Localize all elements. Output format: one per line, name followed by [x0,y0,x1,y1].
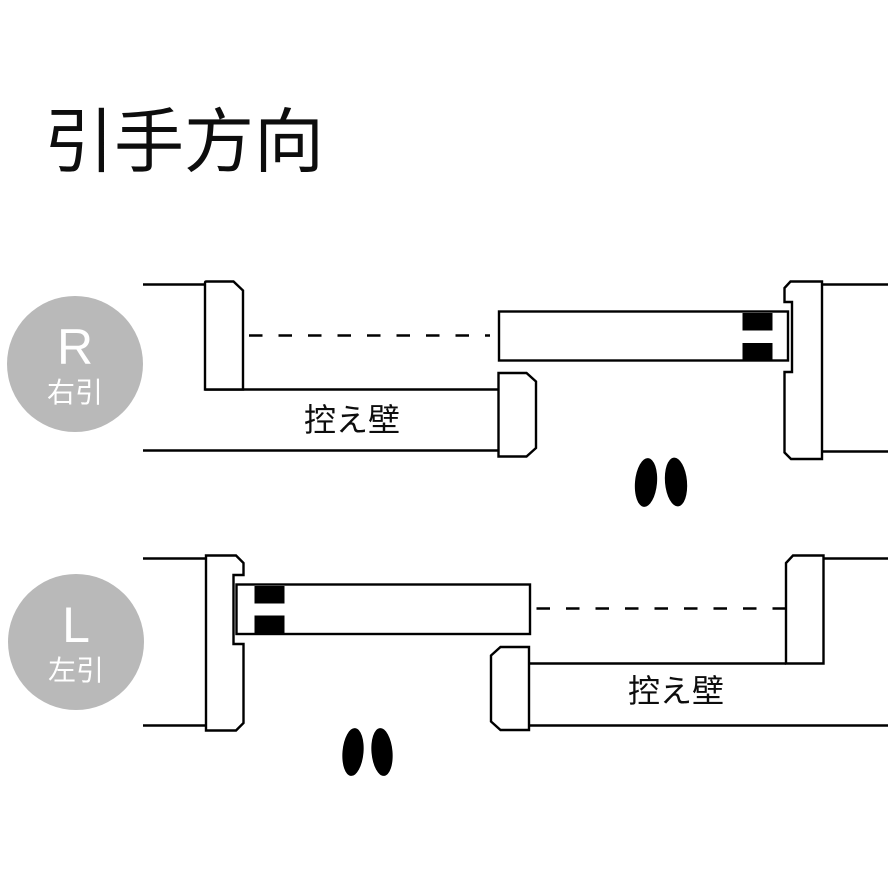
pull-handle-mark [742,313,773,331]
direction-code: R [56,318,94,375]
diagram-right-pull [143,280,888,507]
page-title: 引手方向 [44,103,324,181]
pocket-wall-label: 控え壁 [303,402,400,438]
door-panel [497,310,790,362]
direction-code: L [62,596,90,653]
pocket-end-cap [497,371,538,458]
pull-handle-mark [254,586,285,604]
footprints-icon [342,728,393,776]
direction-label: 左引 [47,654,104,686]
strike-jamb [783,280,824,461]
pull-handle-mark [742,343,773,361]
pocket-wall-label: 控え壁 [627,673,724,709]
pocket-jamb [784,554,825,665]
pocket-jamb [203,280,245,391]
footprints-icon [634,457,688,507]
strike-jamb [204,554,245,732]
pocket-end-cap [489,645,531,732]
direction-label: 右引 [46,376,103,408]
pull-handle-mark [254,615,285,633]
diagram-left-pull [143,554,888,776]
direction-badge-right: R 右引 [7,296,143,432]
direction-badge-left: L 左引 [8,574,144,710]
door-panel [235,583,532,636]
